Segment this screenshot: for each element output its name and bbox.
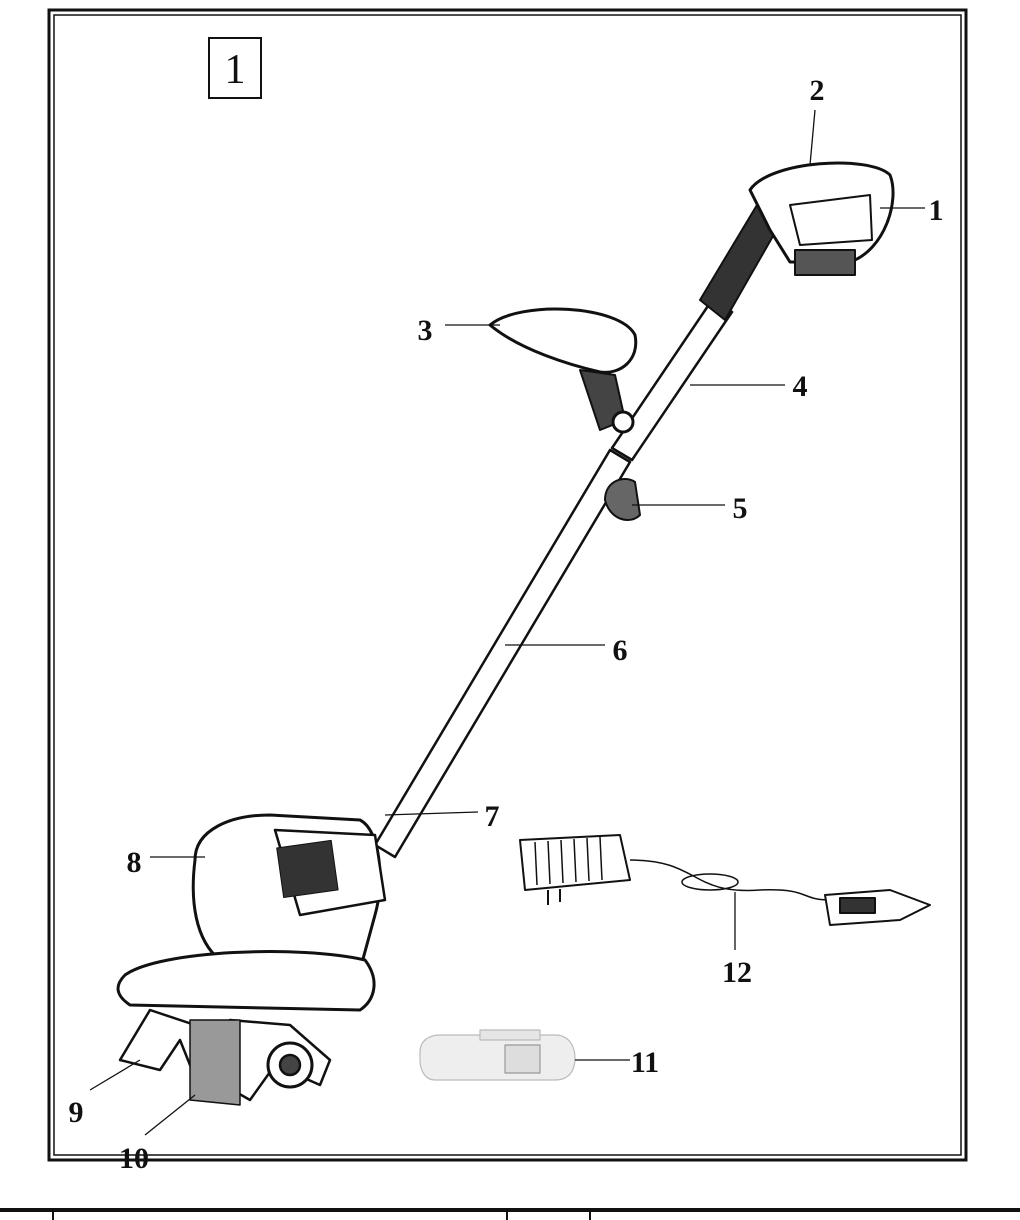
figure-number-box: 1 bbox=[208, 37, 262, 99]
part-label-2: 2 bbox=[810, 74, 825, 107]
part-labels: 1 2 3 4 5 6 7 8 9 10 11 12 bbox=[69, 74, 944, 1175]
part-label-6: 6 bbox=[613, 634, 628, 667]
charger bbox=[519, 834, 931, 926]
part-label-12: 12 bbox=[722, 956, 752, 989]
tine-guard bbox=[116, 950, 376, 1012]
part-label-4: 4 bbox=[793, 370, 808, 403]
part-label-5: 5 bbox=[733, 492, 748, 525]
part-label-10: 10 bbox=[119, 1142, 149, 1175]
battery bbox=[419, 1029, 576, 1081]
lower-shaft bbox=[373, 448, 632, 859]
part-label-11: 11 bbox=[631, 1046, 659, 1079]
figure-number: 1 bbox=[225, 47, 246, 93]
part-label-8: 8 bbox=[127, 846, 142, 879]
upper-shaft bbox=[610, 298, 734, 462]
adjust-knob bbox=[604, 478, 641, 521]
part-label-7: 7 bbox=[485, 800, 500, 833]
tiller-illustration bbox=[116, 161, 931, 1106]
part-label-3: 3 bbox=[418, 314, 433, 347]
figure-frame bbox=[0, 8, 1020, 1220]
tines bbox=[118, 1008, 332, 1106]
part-label-1: 1 bbox=[929, 194, 944, 227]
leader-lines bbox=[89, 109, 925, 1136]
part-label-9: 9 bbox=[69, 1096, 84, 1129]
assist-handle bbox=[488, 307, 638, 374]
battery-slot bbox=[794, 249, 856, 276]
